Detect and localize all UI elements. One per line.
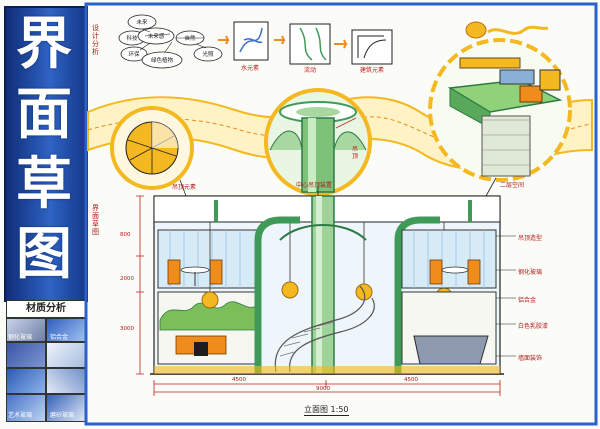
callout-detail-3: 二层空间 [500,182,525,189]
concept-heading: 设计分析 [92,24,99,56]
material-swatch-1 [6,318,46,342]
material-label-1: 钢化玻璃 [8,334,33,341]
material-swatch-4 [46,342,86,368]
material-label-2: 铝合金 [50,334,69,341]
elevation-drawing [150,195,504,375]
title-char-2: 面 [16,82,72,147]
callout-ceiling: 吊顶 [352,146,359,160]
material-swatch-8 [46,394,86,422]
material-swatch-5 [6,368,46,394]
bubble-5: 环保 [128,50,140,58]
callout-detail-2: 中心吊顶装置 [296,182,333,189]
dim-left-3: 3000 [120,326,134,332]
bubble-6: 绿色植物 [151,56,174,64]
material-label-3: 艺术玻璃 [8,412,33,419]
dim-left-2: 2000 [120,276,134,282]
sketch-label-3: 建筑元素 [360,66,384,74]
bubble-3: 未来感 [148,32,165,40]
material-callout-3: 铝合金 [518,297,537,304]
sheet-border [84,2,598,426]
bubble-4: 自然 [184,34,196,42]
material-callout-2: 钢化玻璃 [518,269,543,276]
title-char-4: 图 [16,222,72,287]
bubble-2: 科技 [126,34,138,42]
material-callout-5: 墙面装饰 [518,355,543,362]
dim-left-1: 800 [120,232,131,238]
sketch-label-1: 水元素 [241,64,259,72]
bubble-1: 未来 [136,18,148,26]
material-callout-4: 白色乳胶漆 [518,323,549,330]
title-char-3: 草 [16,152,72,217]
bubble-7: 光照 [202,50,214,58]
title-char-1: 界 [16,12,72,77]
material-label-4: 磨砂玻璃 [50,412,75,419]
material-swatch-3 [6,342,46,368]
elevation-heading: 界面草图 [92,204,99,236]
dim-bottom-2: 9000 [316,386,330,392]
dim-bottom-3: 4500 [404,377,418,383]
material-callout-1: 吊顶造型 [518,235,543,242]
elevation-caption: 立面图 1:50 [304,405,349,416]
material-swatch-2 [46,318,86,342]
callout-detail-1: 吊顶元素 [172,184,197,191]
material-swatch-7 [6,394,46,422]
dim-bottom-1: 4500 [232,377,246,383]
material-heading: 材质分析 [6,300,86,318]
left-title-strip [4,6,88,302]
sketch-label-2: 流动 [304,66,316,74]
